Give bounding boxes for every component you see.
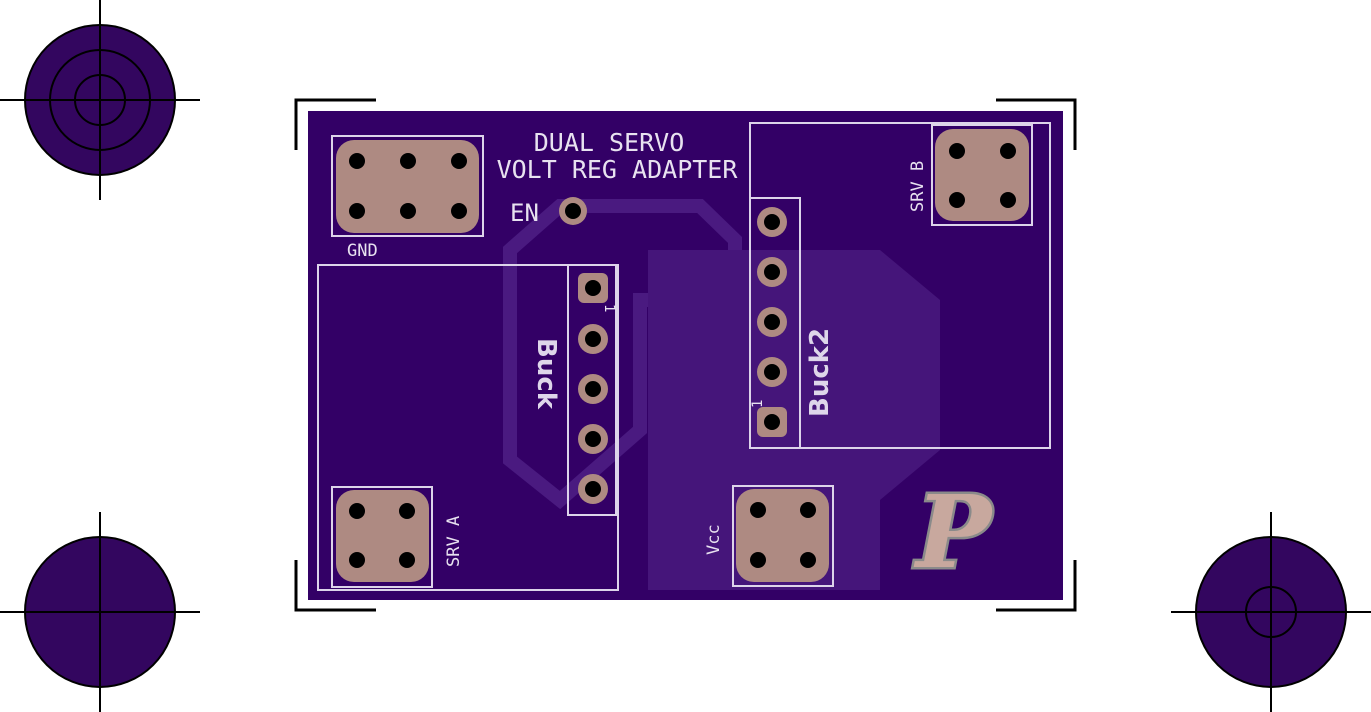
fiducial-bottom-right xyxy=(1171,512,1371,712)
logo-p: P xyxy=(913,473,994,591)
buck2-header-pads xyxy=(757,207,787,437)
board-title-line1: DUAL SERVO xyxy=(534,128,685,157)
srv-a-header-outline xyxy=(331,486,433,588)
fiducial-top-left xyxy=(0,0,200,200)
silkscreen-outlines xyxy=(317,122,1051,591)
srv-a-label: SRV A xyxy=(444,516,464,567)
en-test-pad xyxy=(559,197,587,225)
gnd-header-outline xyxy=(331,135,484,237)
crop-marks xyxy=(294,98,1077,612)
srv-b-header-outline xyxy=(931,124,1033,226)
en-label: EN xyxy=(510,199,539,227)
fiducial-bottom-left xyxy=(0,512,200,712)
srv-b-pad-block xyxy=(935,129,1029,221)
buck2-pin1-marker: 1 xyxy=(750,400,766,408)
gnd-pad-block xyxy=(336,140,479,233)
board-title-line2: VOLT REG ADAPTER xyxy=(497,155,739,184)
buck2-label: Buck2 xyxy=(805,328,835,417)
buck-label: Buck xyxy=(531,338,561,410)
gnd-label: GND xyxy=(347,241,378,261)
vcc-label: Vcc xyxy=(704,524,724,555)
buck2-header-outline xyxy=(749,197,801,449)
buck-header-pads xyxy=(578,273,608,504)
srv-b-label: SRV B xyxy=(908,161,928,212)
srv-a-pad-block xyxy=(336,490,429,582)
copper-logo-pattern xyxy=(503,199,940,590)
vcc-header-outline xyxy=(732,485,834,587)
buck-header-outline xyxy=(567,264,617,516)
vcc-pad-block xyxy=(736,489,829,582)
buck-pin1-marker: 1 xyxy=(601,304,617,312)
left-module-outline xyxy=(317,264,619,591)
